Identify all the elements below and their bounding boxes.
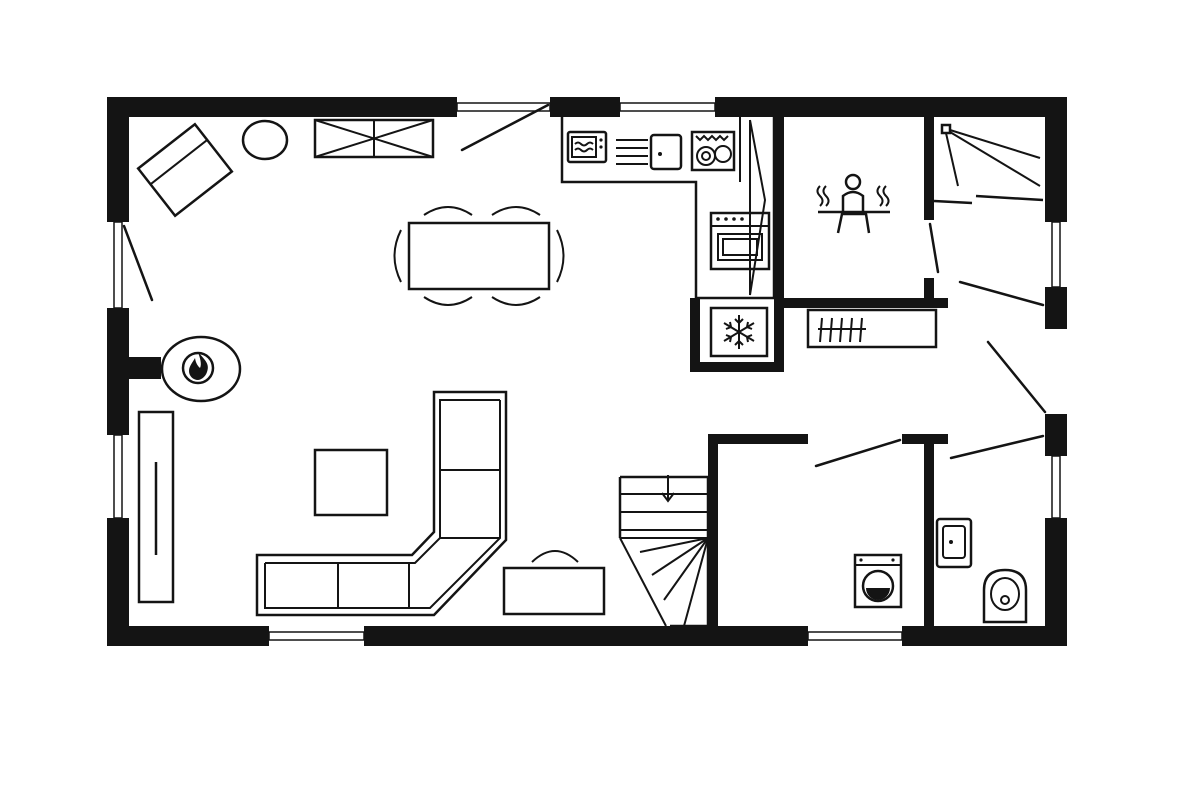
- wall-top-mid: [550, 97, 620, 117]
- toilet-room: [935, 517, 1028, 624]
- wall-fridge-left: [690, 298, 700, 370]
- wall-sauna-right-low: [924, 278, 934, 302]
- desk: [502, 550, 606, 616]
- tall-cabinet: [749, 119, 767, 296]
- window-top-2: [619, 102, 716, 112]
- interior-walls: [690, 117, 948, 626]
- door-left-window: [122, 224, 154, 302]
- window-top-1: [456, 102, 551, 112]
- fireplace-icon: [181, 351, 215, 385]
- living-dining: [129, 118, 606, 617]
- wall-utility-top: [708, 434, 808, 444]
- wall-right-3: [1045, 414, 1067, 456]
- sauna-icon: [816, 173, 890, 234]
- wall-fridge-bottom: [690, 362, 784, 372]
- wall-right-4: [1045, 518, 1067, 646]
- wall-top-left: [107, 97, 457, 117]
- tv-bench: [137, 410, 175, 604]
- door-toilet: [949, 434, 1045, 460]
- door-utility: [814, 438, 902, 468]
- wall-left-1: [107, 97, 129, 222]
- oven-icon: [709, 211, 771, 271]
- sauna-bench: [806, 308, 938, 349]
- wall-bottom-right: [902, 626, 1067, 646]
- wall-right-1: [1045, 97, 1067, 222]
- window-right-2: [1051, 455, 1061, 519]
- door-hallway: [986, 340, 1047, 414]
- wall-sauna-bottom: [774, 298, 948, 308]
- utility-room: [853, 553, 903, 609]
- corner-sofa: [255, 390, 508, 617]
- wall-right-2: [1045, 287, 1067, 329]
- coffee-table: [313, 448, 389, 517]
- windows: [113, 102, 1061, 641]
- wall-kitchen-sauna: [774, 117, 784, 300]
- door-sauna: [928, 222, 940, 274]
- kitchen: [560, 117, 776, 358]
- door-top-entrance: [460, 103, 550, 152]
- washing-machine-icon: [853, 553, 903, 609]
- wall-top-right: [715, 97, 1067, 117]
- door-shower: [958, 280, 1045, 307]
- wall-fridge-right: [774, 298, 784, 372]
- dishwasher-icon: [690, 130, 736, 172]
- doors: [122, 103, 1047, 468]
- window-bottom-1: [268, 631, 365, 641]
- window-left-2: [113, 434, 123, 519]
- shower-icon: [933, 123, 1044, 205]
- stairs-down-arrow-icon: [661, 475, 675, 503]
- window-left-1: [113, 221, 123, 309]
- wall-utility-toilet: [924, 434, 934, 626]
- wall-utility-left: [708, 434, 718, 626]
- wall-left-3: [107, 518, 129, 646]
- wall-sauna-right: [924, 117, 934, 220]
- dining-table: [393, 206, 565, 306]
- armchair: [136, 122, 234, 218]
- window-bottom-2: [807, 631, 903, 641]
- microwave-icon: [566, 130, 608, 164]
- stove-icon: [616, 139, 648, 165]
- shower-room: [933, 123, 1044, 205]
- fireplace: [129, 335, 242, 403]
- wall-bottom-left: [107, 626, 269, 646]
- stairs: [618, 475, 710, 628]
- toilet-icon: [982, 568, 1028, 624]
- round-table: [241, 119, 289, 161]
- sink-icon: [649, 133, 683, 171]
- wall-left-2: [107, 308, 129, 435]
- kitchen-counter: [560, 117, 776, 300]
- outer-walls: [107, 97, 1067, 646]
- freezer-icon: [709, 306, 769, 358]
- sideboard: [313, 118, 435, 159]
- sauna: [806, 173, 938, 349]
- washbasin-icon: [935, 517, 973, 569]
- window-right-1: [1051, 221, 1061, 288]
- wall-bottom-mid: [364, 626, 808, 646]
